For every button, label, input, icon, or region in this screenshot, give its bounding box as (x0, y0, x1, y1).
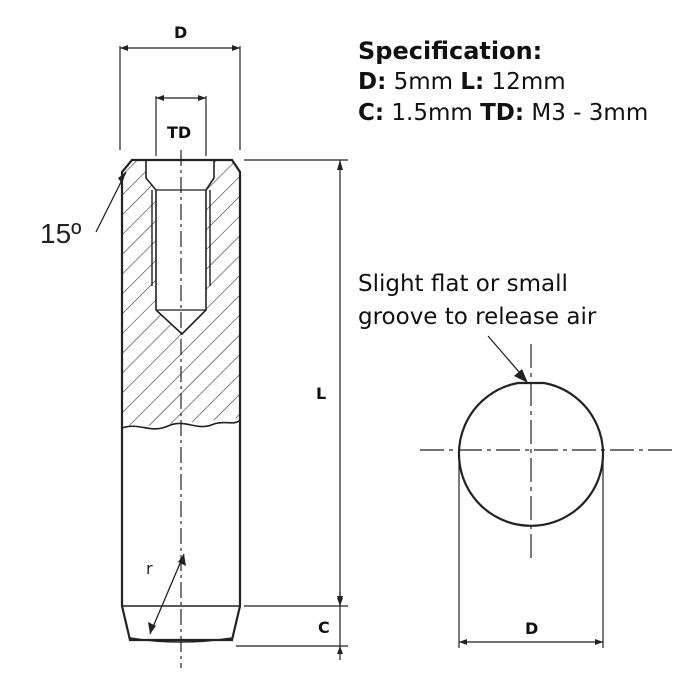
label-td: TD (167, 123, 191, 142)
spec-c-value: 1.5mm (391, 100, 473, 126)
spec-l-value: 12mm (491, 69, 566, 95)
tapped-hole (145, 159, 215, 336)
dimension-l (244, 159, 348, 607)
spec-td-key: TD: (480, 100, 525, 126)
pin-end-view (420, 335, 676, 648)
note-line-1: Slight flat or small (358, 271, 568, 297)
dimension-c (236, 592, 348, 660)
dimension-d-top (119, 45, 241, 150)
spec-l-key: L: (460, 69, 485, 95)
pin-outline (120, 158, 242, 642)
break-line (121, 419, 241, 430)
label-d-top: D (174, 23, 187, 42)
dimension-td (155, 95, 207, 156)
label-r: r (146, 559, 153, 578)
label-d-bottom: D (525, 619, 538, 638)
label-c: C (318, 618, 330, 637)
spec-row-d-l: D: 5mm L: 12mm (358, 67, 648, 98)
spec-c-key: C: (358, 100, 385, 126)
note-line-2: groove to release air (358, 304, 597, 330)
spec-d-value: 5mm (393, 69, 454, 95)
label-angle: 15º (40, 218, 81, 249)
pin-side-view (120, 150, 242, 668)
end-view-circle (457, 381, 605, 527)
specification-block: Specification: D: 5mm L: 12mm C: 1.5mm T… (358, 36, 648, 129)
spec-td-value: M3 - 3mm (531, 100, 649, 126)
air-release-note: Slight flat or small groove to release a… (358, 268, 596, 334)
specification-title: Specification: (358, 37, 543, 65)
spec-row-c-td: C: 1.5mm TD: M3 - 3mm (358, 98, 648, 129)
radius-leader (149, 553, 185, 635)
spec-d-key: D: (358, 69, 387, 95)
label-l: L (316, 384, 326, 403)
